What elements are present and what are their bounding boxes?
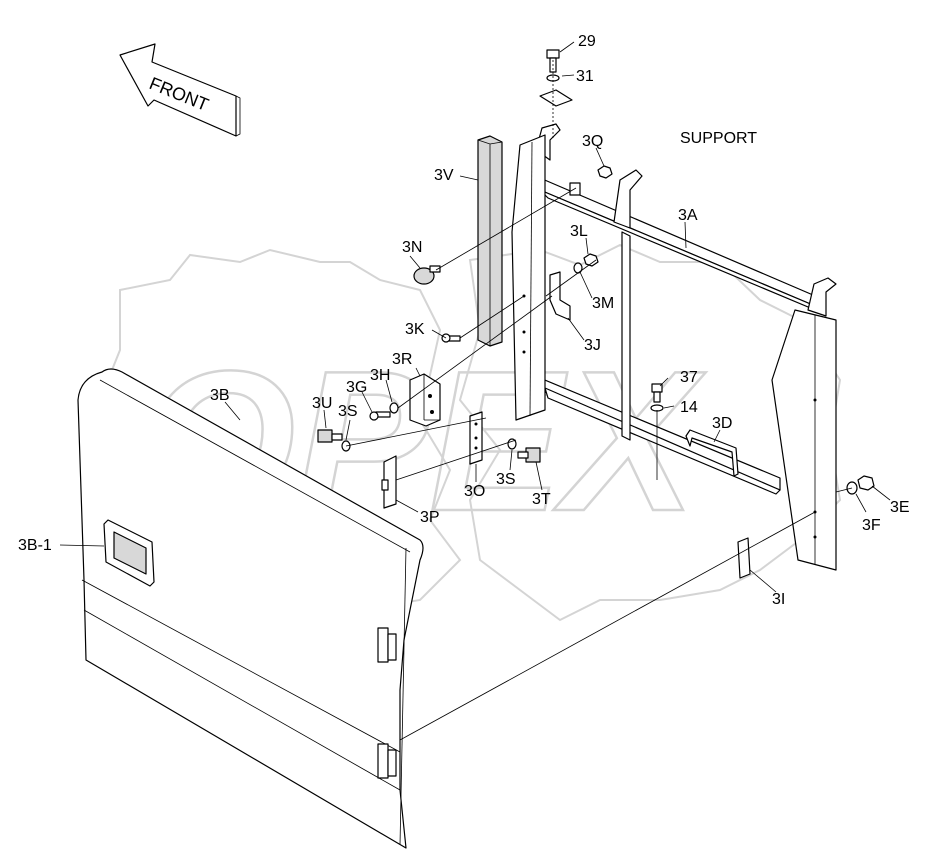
callout-3n: 3N xyxy=(402,239,422,256)
post-3v xyxy=(477,135,503,347)
callout-3b: 3B xyxy=(210,387,230,404)
callout-3l: 3L xyxy=(570,223,588,240)
callout-3b-1: 3B-1 xyxy=(18,537,52,554)
callout-31: 31 xyxy=(576,68,594,85)
assembly-lines xyxy=(345,60,853,741)
callout-3h: 3H xyxy=(370,367,390,384)
callout-3e: 3E xyxy=(890,499,910,516)
callout-3s-right: 3S xyxy=(496,471,516,488)
callout-3j: 3J xyxy=(584,337,601,354)
callout-labels: 29 31 3Q 3V 3A 3N 3L 3M 3K 3J 3R 3H 3G 3… xyxy=(18,33,910,608)
callout-3d: 3D xyxy=(712,415,732,432)
support-label: SUPPORT xyxy=(680,130,757,147)
callout-3g: 3G xyxy=(346,379,367,396)
callout-3v: 3V xyxy=(434,167,454,184)
callout-leaders xyxy=(59,41,891,593)
callout-37: 37 xyxy=(680,369,698,386)
callout-3i: 3I xyxy=(772,591,785,608)
callout-29: 29 xyxy=(578,33,596,50)
front-arrow: FRONT xyxy=(119,43,241,137)
callout-3o: 3O xyxy=(464,483,485,500)
callout-14: 14 xyxy=(680,399,698,416)
callout-3s-left: 3S xyxy=(338,403,358,420)
callout-3q: 3Q xyxy=(582,133,603,150)
callout-3r: 3R xyxy=(392,351,412,368)
support-frame xyxy=(511,123,837,571)
callout-3f: 3F xyxy=(862,517,881,534)
door-panel-3b xyxy=(77,368,424,849)
callout-3u: 3U xyxy=(312,395,332,412)
callout-3t: 3T xyxy=(532,491,551,508)
callout-3k: 3K xyxy=(405,321,425,338)
callout-3a: 3A xyxy=(678,207,698,224)
callout-3m: 3M xyxy=(592,295,614,312)
callout-3p: 3P xyxy=(420,509,440,526)
